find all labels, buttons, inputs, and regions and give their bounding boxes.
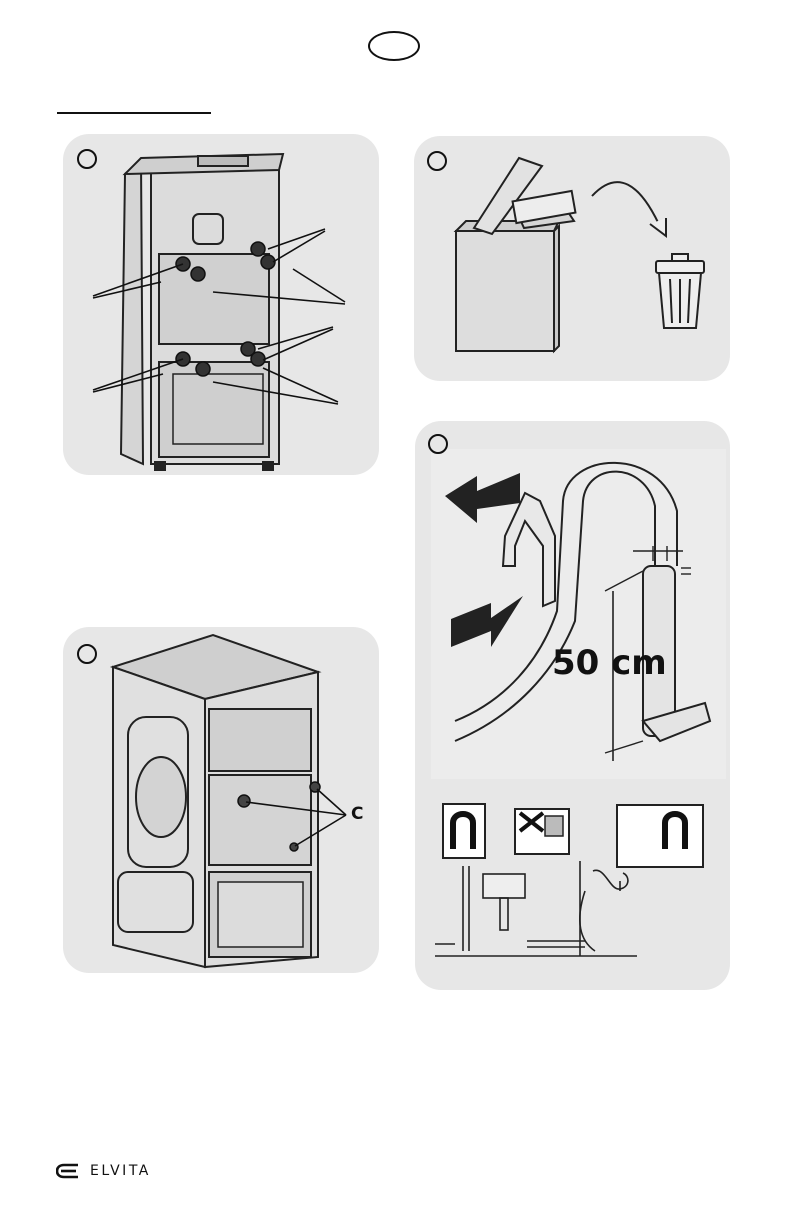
drain-height-label: 50 cm [552, 643, 667, 683]
language-badge [368, 31, 420, 61]
brand-name: ELVITA [90, 1163, 151, 1179]
remove-cover-illustration [414, 136, 730, 381]
bolt-cap-callout-label: C [351, 804, 363, 824]
brand-logo: ELVITA [56, 1161, 151, 1181]
step-number-circle [77, 644, 97, 664]
section-heading-underline [57, 112, 211, 114]
figure-packaging-bolts [63, 134, 379, 475]
figure-remove-cover [414, 136, 730, 381]
bolt-caps-illustration [63, 627, 379, 973]
elvita-logo-icon [56, 1161, 82, 1181]
step-number-circle [427, 151, 447, 171]
figure-drain-hose: 50 cm [415, 421, 730, 990]
step-number-circle [77, 149, 97, 169]
step-number-circle [428, 434, 448, 454]
packaging-bolts-illustration [63, 134, 379, 475]
drain-hose-illustration [415, 421, 730, 990]
figure-bolt-caps: C [63, 627, 379, 973]
